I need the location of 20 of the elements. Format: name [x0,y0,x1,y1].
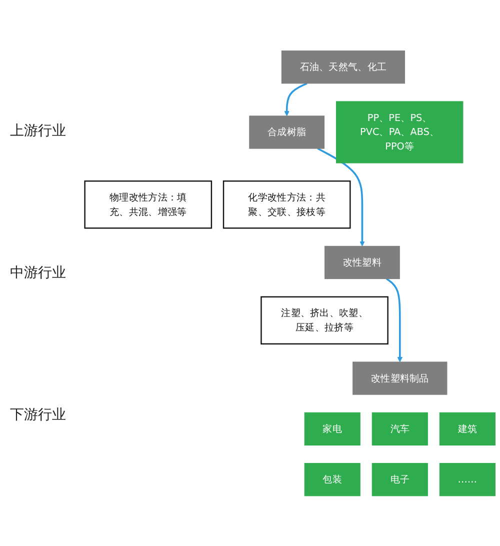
section-label: 上游行业 [10,122,67,140]
node-box: 建筑 [439,412,496,446]
node-box: 包装 [304,462,360,496]
node-box: 改性塑料制品 [352,361,448,394]
node-box: 改性塑料 [324,246,400,279]
arrow [386,278,403,362]
node-box: 电子 [372,462,428,496]
arrow [317,147,365,246]
node-box: 家电 [304,412,360,446]
node-box: 石油、天然气、化工 [281,50,406,84]
node-box: 物理改性方法：填充、共混、增强等 [84,180,212,228]
section-label: 下游行业 [10,406,67,424]
section-label: 中游行业 [10,264,67,282]
node-box: PP、PE、PS、PVC、PA、ABS、PPO等 [336,100,464,163]
node-box: 汽车 [372,412,428,446]
arrow [284,82,308,116]
node-box: …… [439,462,496,496]
node-box: 化学改性方法：共聚、交联、接枝等 [222,180,351,228]
node-box: 注塑、挤出、吹塑、压延、拉挤等 [260,296,388,344]
node-box: 合成树脂 [249,115,325,148]
